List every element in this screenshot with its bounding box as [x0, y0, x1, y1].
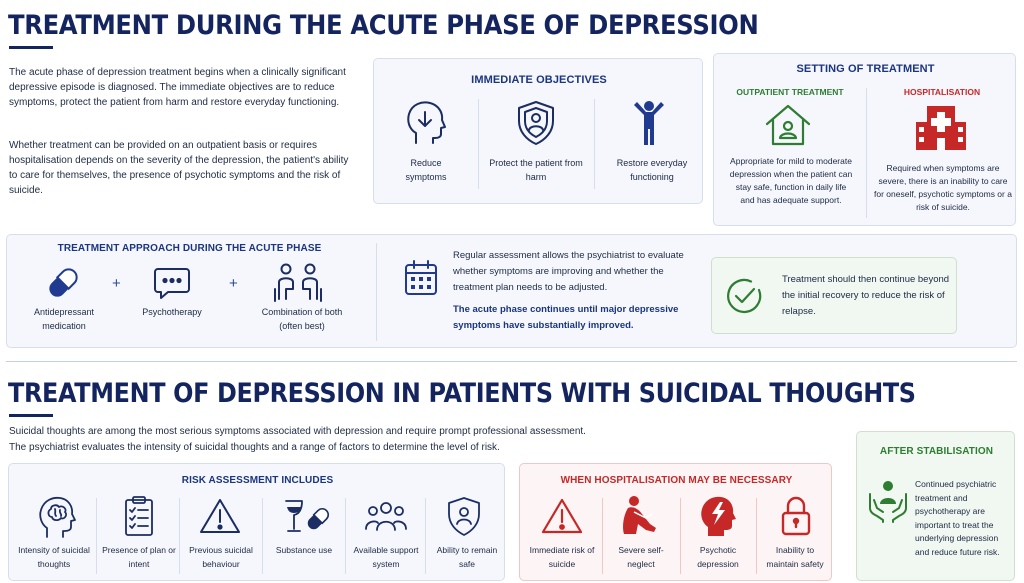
hospitalisation-necessary-panel: WHEN HOSPITALISATION MAY BE NECESSARY Im…	[519, 463, 832, 581]
hands-person-icon	[867, 478, 909, 524]
after-stabilisation-text: Continued psychiatric treatment and psyc…	[915, 479, 1000, 557]
treatment-approach-panel: TREATMENT APPROACH DURING THE ACUTE PHAS…	[6, 234, 1017, 348]
approach-label: Antidepressant medication	[33, 307, 95, 331]
section2-intro-2: The psychiatrist evaluates the intensity…	[9, 442, 500, 453]
group-icon	[364, 499, 408, 533]
continue-treatment-card: Treatment should then continue beyond th…	[711, 257, 957, 334]
shield-person-icon	[514, 99, 558, 147]
divider	[594, 99, 595, 189]
section1-title: TREATMENT DURING THE ACUTE PHASE OF DEPR…	[8, 10, 759, 41]
divider	[425, 498, 426, 574]
brain-head-icon	[37, 495, 77, 539]
treatment-approach-heading: TREATMENT APPROACH DURING THE ACUTE PHAS…	[57, 243, 322, 254]
divider	[262, 498, 263, 574]
risk-label: Previous suicidal behaviour	[189, 545, 253, 569]
objective-label: Protect the patient from harm	[489, 158, 583, 182]
objective-label: Restore everyday functioning	[616, 158, 688, 182]
risk-label: Available support system	[353, 545, 419, 569]
plus-sign: +	[229, 275, 238, 292]
two-people-icon	[272, 261, 324, 305]
speech-bubble-icon	[152, 263, 192, 303]
sitting-person-icon	[620, 494, 660, 538]
plus-sign: +	[112, 275, 121, 292]
divider	[96, 498, 97, 574]
approach-label: Combination of both (often best)	[261, 307, 343, 331]
hospitalisation-reason-label: Immediate risk of suicide	[529, 545, 595, 569]
risk-label: Intensity of suicidal thoughts	[18, 545, 90, 569]
risk-label: Ability to remain safe	[436, 545, 498, 569]
padlock-icon	[779, 495, 813, 537]
hospitalisation-text: Required when symptoms are severe, there…	[874, 163, 1012, 212]
acute-phase-note: The acute phase continues until major de…	[453, 304, 679, 331]
section1-intro-1: The acute phase of depression treatment …	[9, 67, 346, 108]
setting-heading: SETTING OF TREATMENT	[796, 63, 935, 75]
risk-label: Substance use	[275, 545, 333, 555]
after-stabilisation-heading: AFTER STABILISATION	[879, 446, 994, 457]
divider	[478, 99, 479, 189]
section-divider	[6, 361, 1017, 362]
hospitalisation-heading: HOSPITALISATION	[903, 87, 981, 97]
head-lightning-icon	[698, 494, 738, 538]
after-stabilisation-panel: AFTER STABILISATION Continued psychiatri…	[856, 431, 1015, 581]
capsule-icon	[43, 263, 83, 303]
hospitalisation-reason-label: Severe self-neglect	[618, 545, 664, 569]
objective-label: Reduce symptoms	[405, 158, 447, 182]
section2-title: TREATMENT OF DEPRESSION IN PATIENTS WITH…	[8, 378, 916, 409]
risk-assessment-heading: RISK ASSESSMENT INCLUDES	[181, 475, 334, 486]
approach-label: Psychotherapy	[142, 307, 202, 317]
section1-underline	[9, 46, 53, 49]
warning-icon	[541, 497, 583, 535]
outpatient-heading: OUTPATIENT TREATMENT	[736, 87, 844, 97]
assessment-text: Regular assessment allows the psychiatri…	[453, 250, 684, 293]
immediate-objectives-heading: IMMEDIATE OBJECTIVES	[471, 74, 607, 86]
divider	[376, 243, 377, 341]
outpatient-text: Appropriate for mild to moderate depress…	[729, 156, 853, 205]
section1-intro-2: Whether treatment can be provided on an …	[9, 140, 349, 196]
checklist-icon	[123, 495, 155, 537]
person-arms-up-icon	[627, 99, 671, 147]
immediate-objectives-panel: IMMEDIATE OBJECTIVES Reduce symptoms Pro…	[373, 58, 703, 204]
check-circle-icon	[724, 276, 764, 316]
house-person-icon	[764, 102, 812, 148]
hospital-icon	[913, 102, 969, 152]
shield-person-icon	[446, 495, 482, 537]
hospitalisation-reason-label: Inability to maintain safety	[766, 545, 824, 569]
divider	[866, 88, 867, 218]
setting-of-treatment-panel: SETTING OF TREATMENT OUTPATIENT TREATMEN…	[713, 53, 1016, 226]
head-down-arrow-icon	[404, 99, 448, 147]
wine-pill-icon	[282, 497, 330, 537]
risk-label: Presence of plan or intent	[102, 545, 176, 569]
risk-assessment-panel: RISK ASSESSMENT INCLUDES Intensity of su…	[8, 463, 505, 581]
divider	[756, 498, 757, 574]
divider	[179, 498, 180, 574]
divider	[602, 498, 603, 574]
continue-treatment-text: Treatment should then continue beyond th…	[782, 274, 950, 317]
hospitalisation-necessary-heading: WHEN HOSPITALISATION MAY BE NECESSARY	[560, 475, 793, 486]
calendar-icon	[403, 259, 439, 297]
hospitalisation-reason-label: Psychotic depression	[697, 545, 739, 569]
warning-icon	[199, 497, 241, 535]
divider	[345, 498, 346, 574]
section2-intro-1: Suicidal thoughts are among the most ser…	[9, 426, 586, 437]
section2-underline	[9, 414, 53, 417]
divider	[680, 498, 681, 574]
